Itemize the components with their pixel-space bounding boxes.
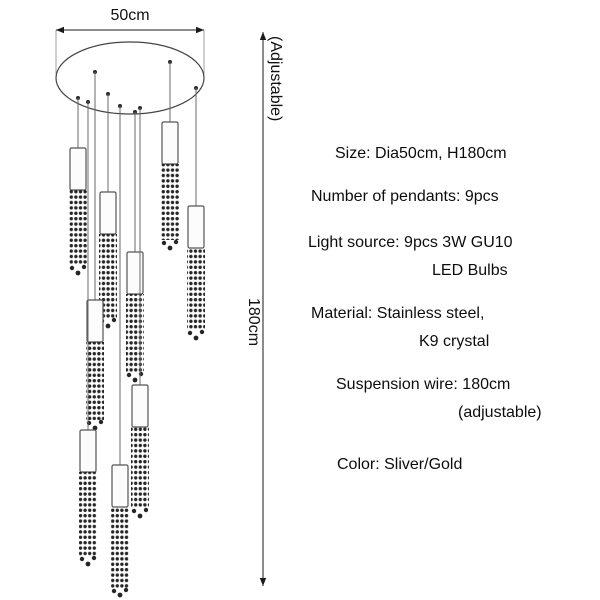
pendant [79,100,97,567]
height-adjustable-note: (Adjustable) [267,36,284,121]
spec-pendant-count-text: Number of pendants: 9pcs [311,188,499,205]
spec-color-text: Color: Sliver/Gold [337,456,463,473]
spec-size: Size: Dia50cm, H180cm [335,144,507,165]
diameter-dimension: 50cm [55,7,205,74]
spec-size-text: Size: Dia50cm, H180cm [335,145,507,162]
pendant [187,86,205,341]
diameter-label: 50cm [110,7,149,24]
spec-light-source: Light source: 9pcs 3W GU10 LED Bulbs [308,233,513,282]
pendant [86,70,104,431]
spec-suspension-wire-line1: Suspension wire: 180cm [336,376,511,393]
spec-suspension-wire-line2: (adjustable) [458,403,542,421]
pendant [131,106,149,519]
spec-material-line2: K9 crystal [419,332,490,350]
spec-material: Material: Stainless steel, K9 crystal [311,304,489,353]
spec-pendant-count: Number of pendants: 9pcs [311,187,499,208]
pendant [126,110,144,383]
spec-material-line1: Material: Stainless steel, [311,305,485,322]
spec-color: Color: Sliver/Gold [337,455,462,476]
pendant [111,104,129,598]
spec-light-source-line2: LED Bulbs [432,261,508,279]
height-dimension: 180cm (Adjustable) [245,32,284,586]
pendant [161,60,179,251]
ceiling-canopy [55,41,205,115]
pendant [69,96,87,276]
height-label: 180cm [245,298,262,346]
pendant [99,92,117,329]
chandelier-diagram: 50cm [55,7,284,598]
spec-suspension-wire: Suspension wire: 180cm (adjustable) [336,375,542,424]
spec-light-source-line1: Light source: 9pcs 3W GU10 [308,234,513,251]
